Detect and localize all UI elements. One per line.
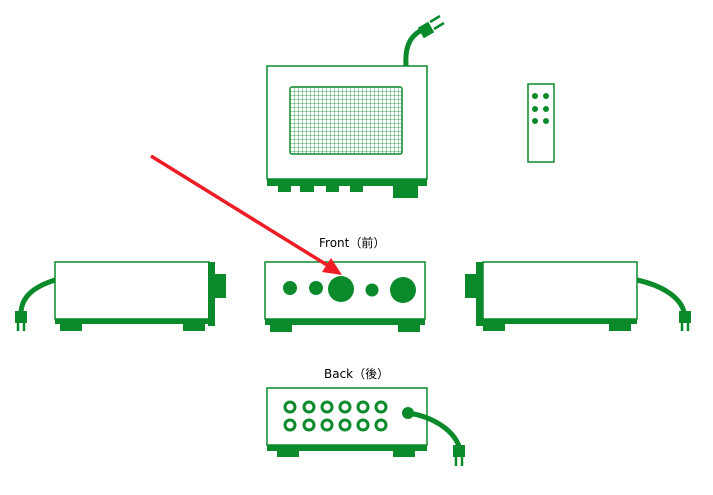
right-side-knob — [465, 274, 476, 298]
back-view-body — [266, 387, 428, 446]
front-view-volume-knob — [390, 277, 416, 303]
top-view-power-cord — [403, 28, 422, 67]
right-side-foot — [609, 324, 631, 331]
front-view-main-knob — [328, 276, 354, 302]
top-view-front-strip — [267, 179, 427, 186]
left-side-power-plug-icon — [15, 311, 27, 331]
left-side-power-cord — [18, 277, 56, 313]
left-side-foot — [183, 324, 205, 331]
front-view-foot — [270, 325, 292, 332]
top-view-power-plug-icon — [417, 14, 445, 39]
back-view-label: Back（後） — [324, 367, 390, 381]
right-side-view — [465, 261, 691, 331]
top-view-knob — [326, 186, 339, 192]
top-view-knob — [278, 186, 291, 192]
right-side-foot — [483, 324, 505, 331]
left-side-foot — [60, 324, 82, 331]
arrow-pointer-icon — [150, 154, 342, 275]
top-view — [266, 14, 445, 198]
top-view-knob — [300, 186, 314, 192]
back-view-rca-jacks — [283, 400, 388, 432]
right-side-base — [476, 319, 637, 324]
top-view-ventilation-grille — [289, 86, 403, 155]
back-view-foot — [393, 451, 415, 457]
back-view-power-plug-icon — [453, 445, 465, 466]
front-view-label: Front（前） — [319, 236, 386, 250]
back-view-foot — [277, 451, 299, 457]
front-view-knob — [365, 283, 379, 297]
front-view-base — [265, 319, 425, 325]
remote-control-icon — [527, 83, 555, 163]
front-view — [264, 261, 426, 332]
left-side-view — [15, 261, 226, 331]
left-side-base — [55, 319, 215, 324]
right-side-power-cord — [636, 277, 687, 313]
front-view-knob — [283, 281, 297, 295]
top-view-large-knob — [393, 186, 418, 198]
back-view-base — [267, 445, 427, 451]
right-side-power-plug-icon — [679, 311, 691, 331]
back-view-power-cord — [407, 410, 462, 448]
top-view-knob — [350, 186, 363, 192]
front-view-foot — [398, 325, 420, 332]
left-side-knob — [215, 274, 226, 298]
right-side-body — [482, 261, 638, 320]
left-side-front-panel — [208, 262, 215, 326]
left-side-body — [54, 261, 210, 320]
front-view-knob — [309, 281, 323, 295]
right-side-front-panel — [476, 262, 483, 326]
back-view — [266, 387, 465, 466]
